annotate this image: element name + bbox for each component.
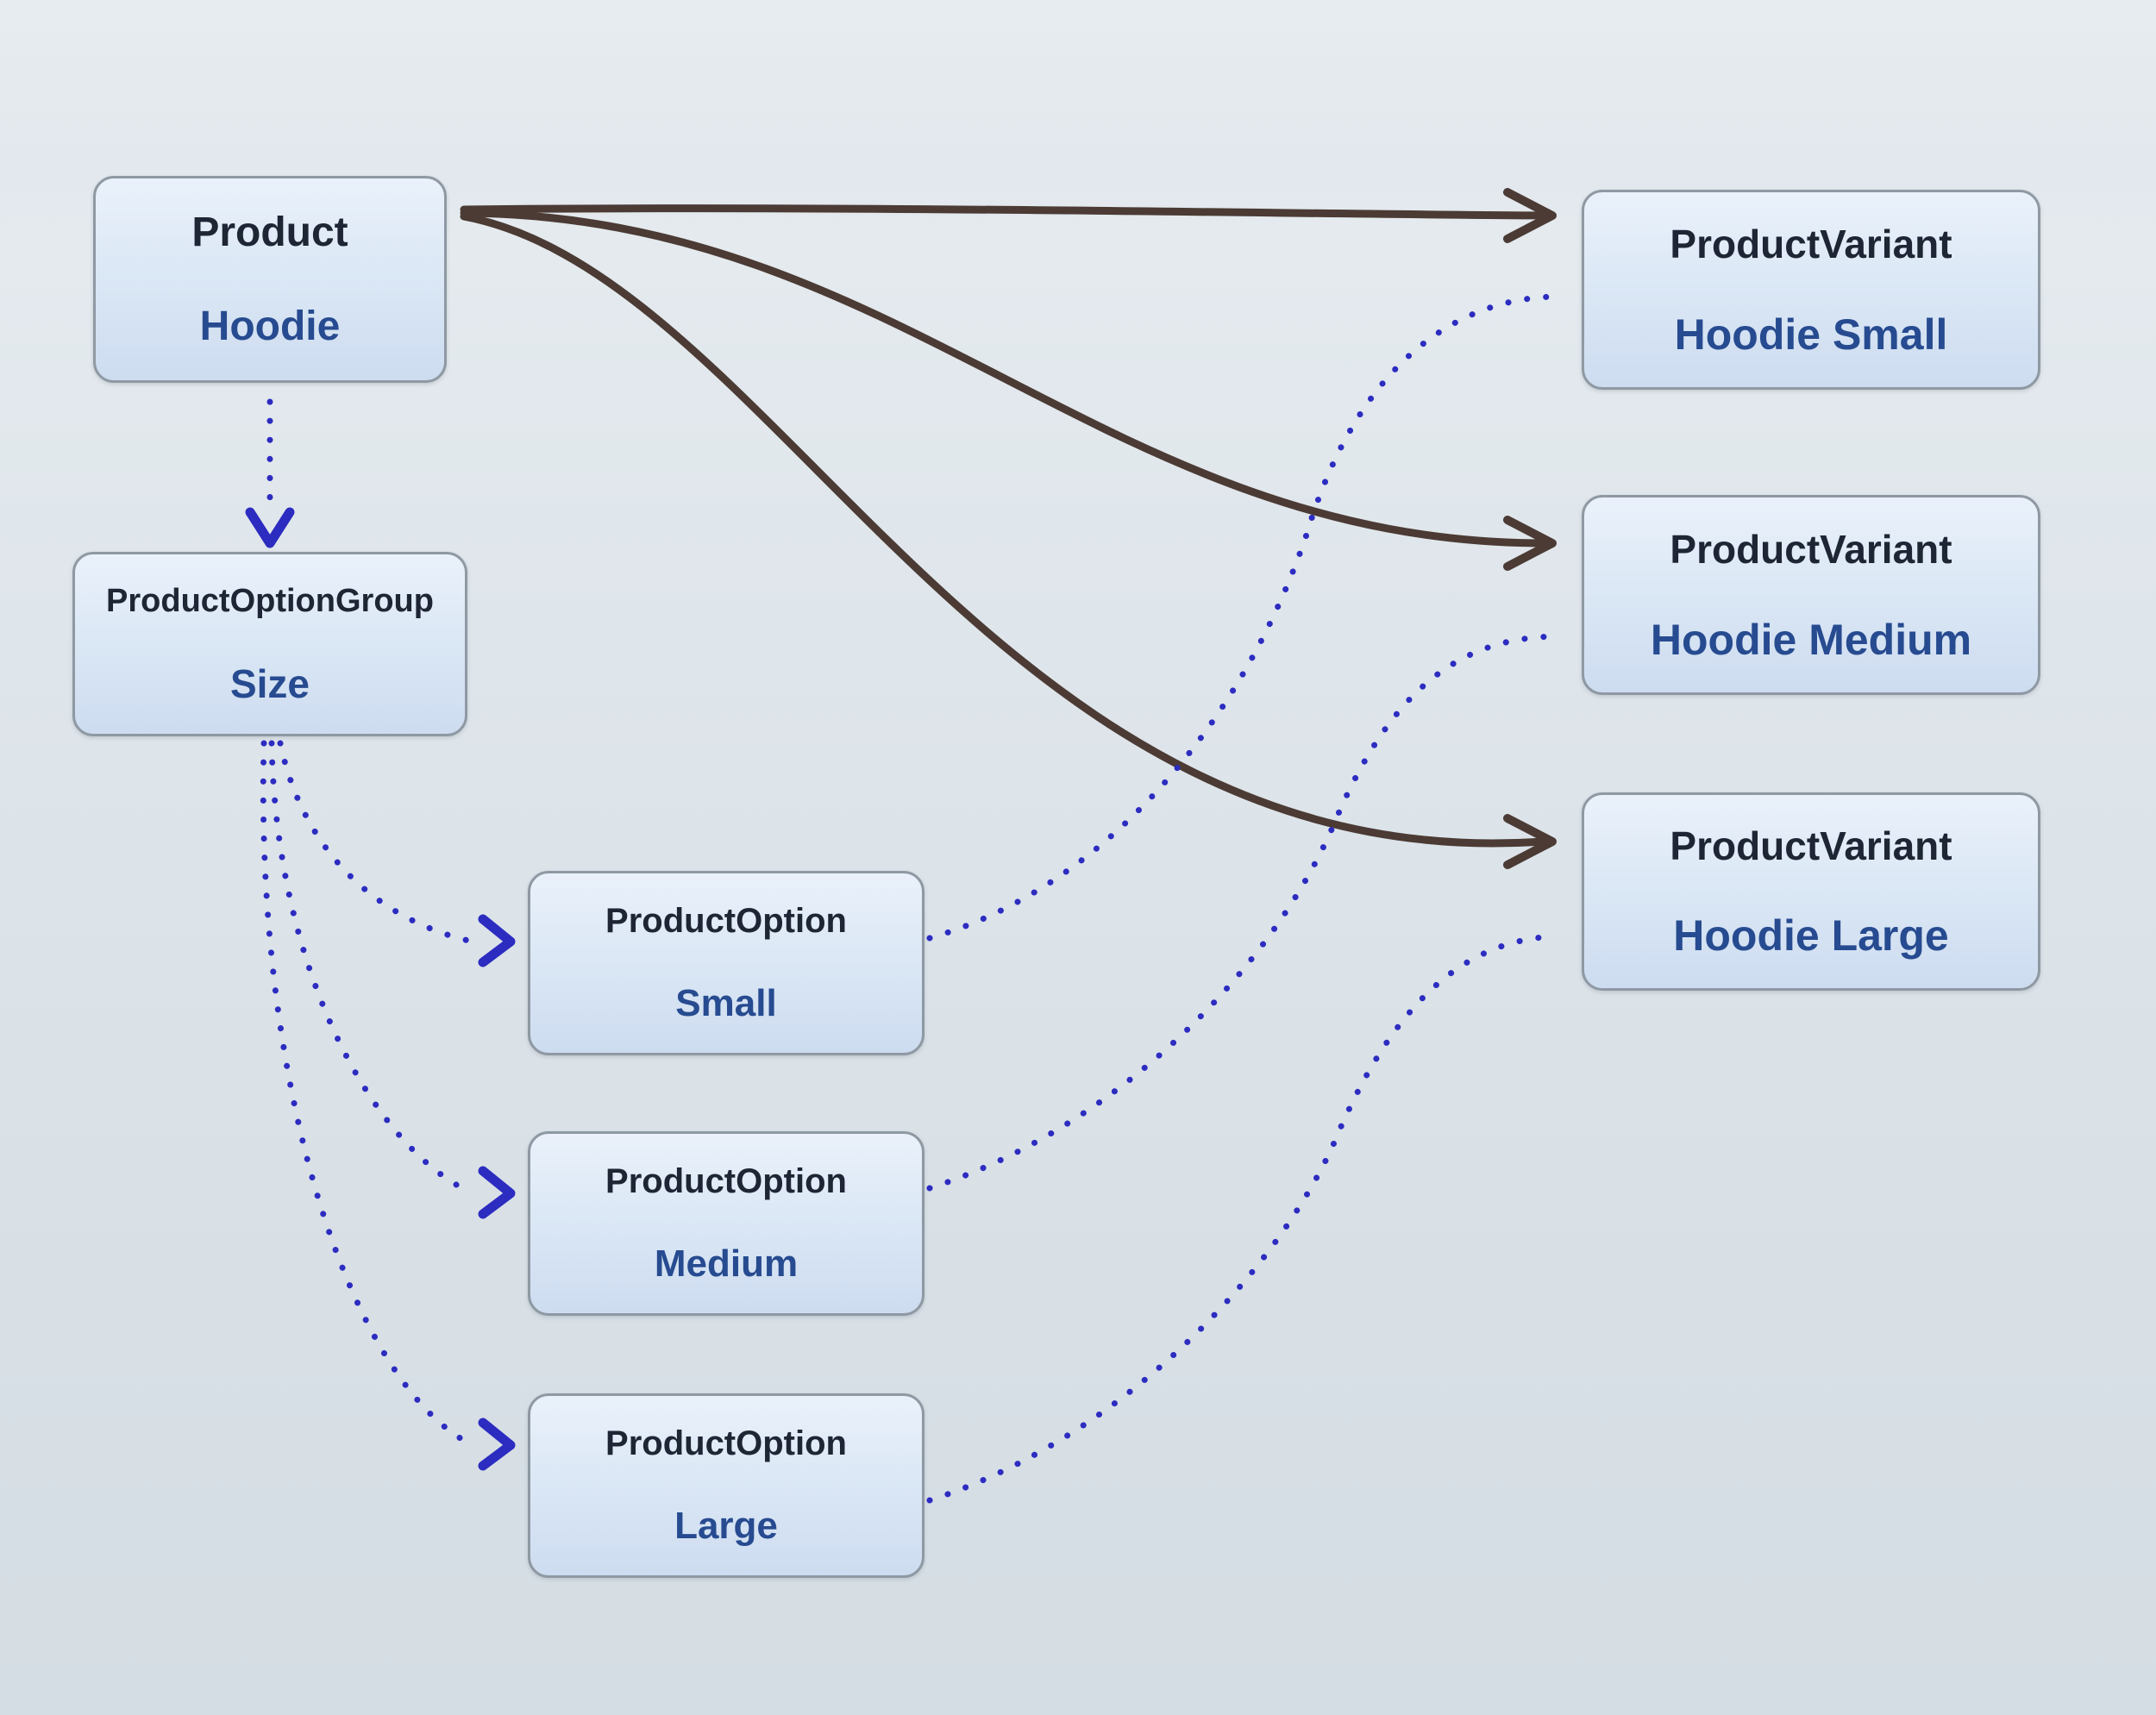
edge-product-to-pog-arrowhead xyxy=(245,507,295,548)
node-product-variant-medium: ProductVariant Hoodie Medium xyxy=(1582,495,2040,695)
node-product-type: Product xyxy=(191,209,348,255)
node-product-variant-large: ProductVariant Hoodie Large xyxy=(1582,792,2040,991)
node-po-large-value: Large xyxy=(674,1505,778,1547)
node-product-option-group: ProductOptionGroup Size xyxy=(72,552,467,736)
node-po-small-value: Small xyxy=(675,982,777,1024)
edge-product-to-pv-large-arrowhead xyxy=(1503,814,1557,869)
edge-product-to-pv-small-arrowhead xyxy=(1503,188,1557,243)
edge-pog-to-po-medium-line xyxy=(268,740,476,1197)
edge-po-small-to-pv-small-line xyxy=(926,293,1559,942)
node-pog-type: ProductOptionGroup xyxy=(106,583,434,619)
node-pv-medium-type: ProductVariant xyxy=(1670,526,1952,572)
node-product-option-large: ProductOption Large xyxy=(528,1393,924,1578)
node-pv-small-type: ProductVariant xyxy=(1670,221,1952,266)
node-product-option-medium: ProductOption Medium xyxy=(528,1131,924,1316)
node-product-variant-small: ProductVariant Hoodie Small xyxy=(1582,190,2040,390)
node-pog-value: Size xyxy=(229,661,310,706)
node-po-large-type: ProductOption xyxy=(605,1424,847,1462)
edge-pog-to-po-large-line xyxy=(260,740,476,1449)
edge-pog-to-po-large-arrowhead xyxy=(478,1418,516,1471)
node-product: Product Hoodie xyxy=(93,176,447,383)
edge-product-to-pv-medium-arrowhead xyxy=(1503,516,1557,571)
node-pv-large-value: Hoodie Large xyxy=(1673,911,1949,960)
node-pv-large-type: ProductVariant xyxy=(1670,823,1952,868)
edge-pog-to-po-medium-arrowhead xyxy=(478,1166,516,1219)
node-pv-medium-value: Hoodie Medium xyxy=(1650,615,1972,664)
edge-pog-to-po-small-line xyxy=(277,740,476,945)
node-po-medium-value: Medium xyxy=(654,1242,799,1285)
edge-po-large-to-pv-large-line xyxy=(926,933,1559,1504)
edge-product-to-pv-medium-line xyxy=(460,209,1546,548)
edge-po-medium-to-pv-medium-line xyxy=(926,633,1559,1192)
node-po-medium-type: ProductOption xyxy=(605,1162,847,1200)
edge-product-to-pv-large-line xyxy=(460,212,1546,848)
edge-product-to-pv-small-line xyxy=(460,204,1548,220)
node-po-small-type: ProductOption xyxy=(605,902,847,940)
edge-pog-to-po-small-arrowhead xyxy=(478,914,516,967)
node-product-value: Hoodie xyxy=(199,303,341,349)
node-product-option-small: ProductOption Small xyxy=(528,871,924,1055)
node-pv-small-value: Hoodie Small xyxy=(1674,310,1948,359)
